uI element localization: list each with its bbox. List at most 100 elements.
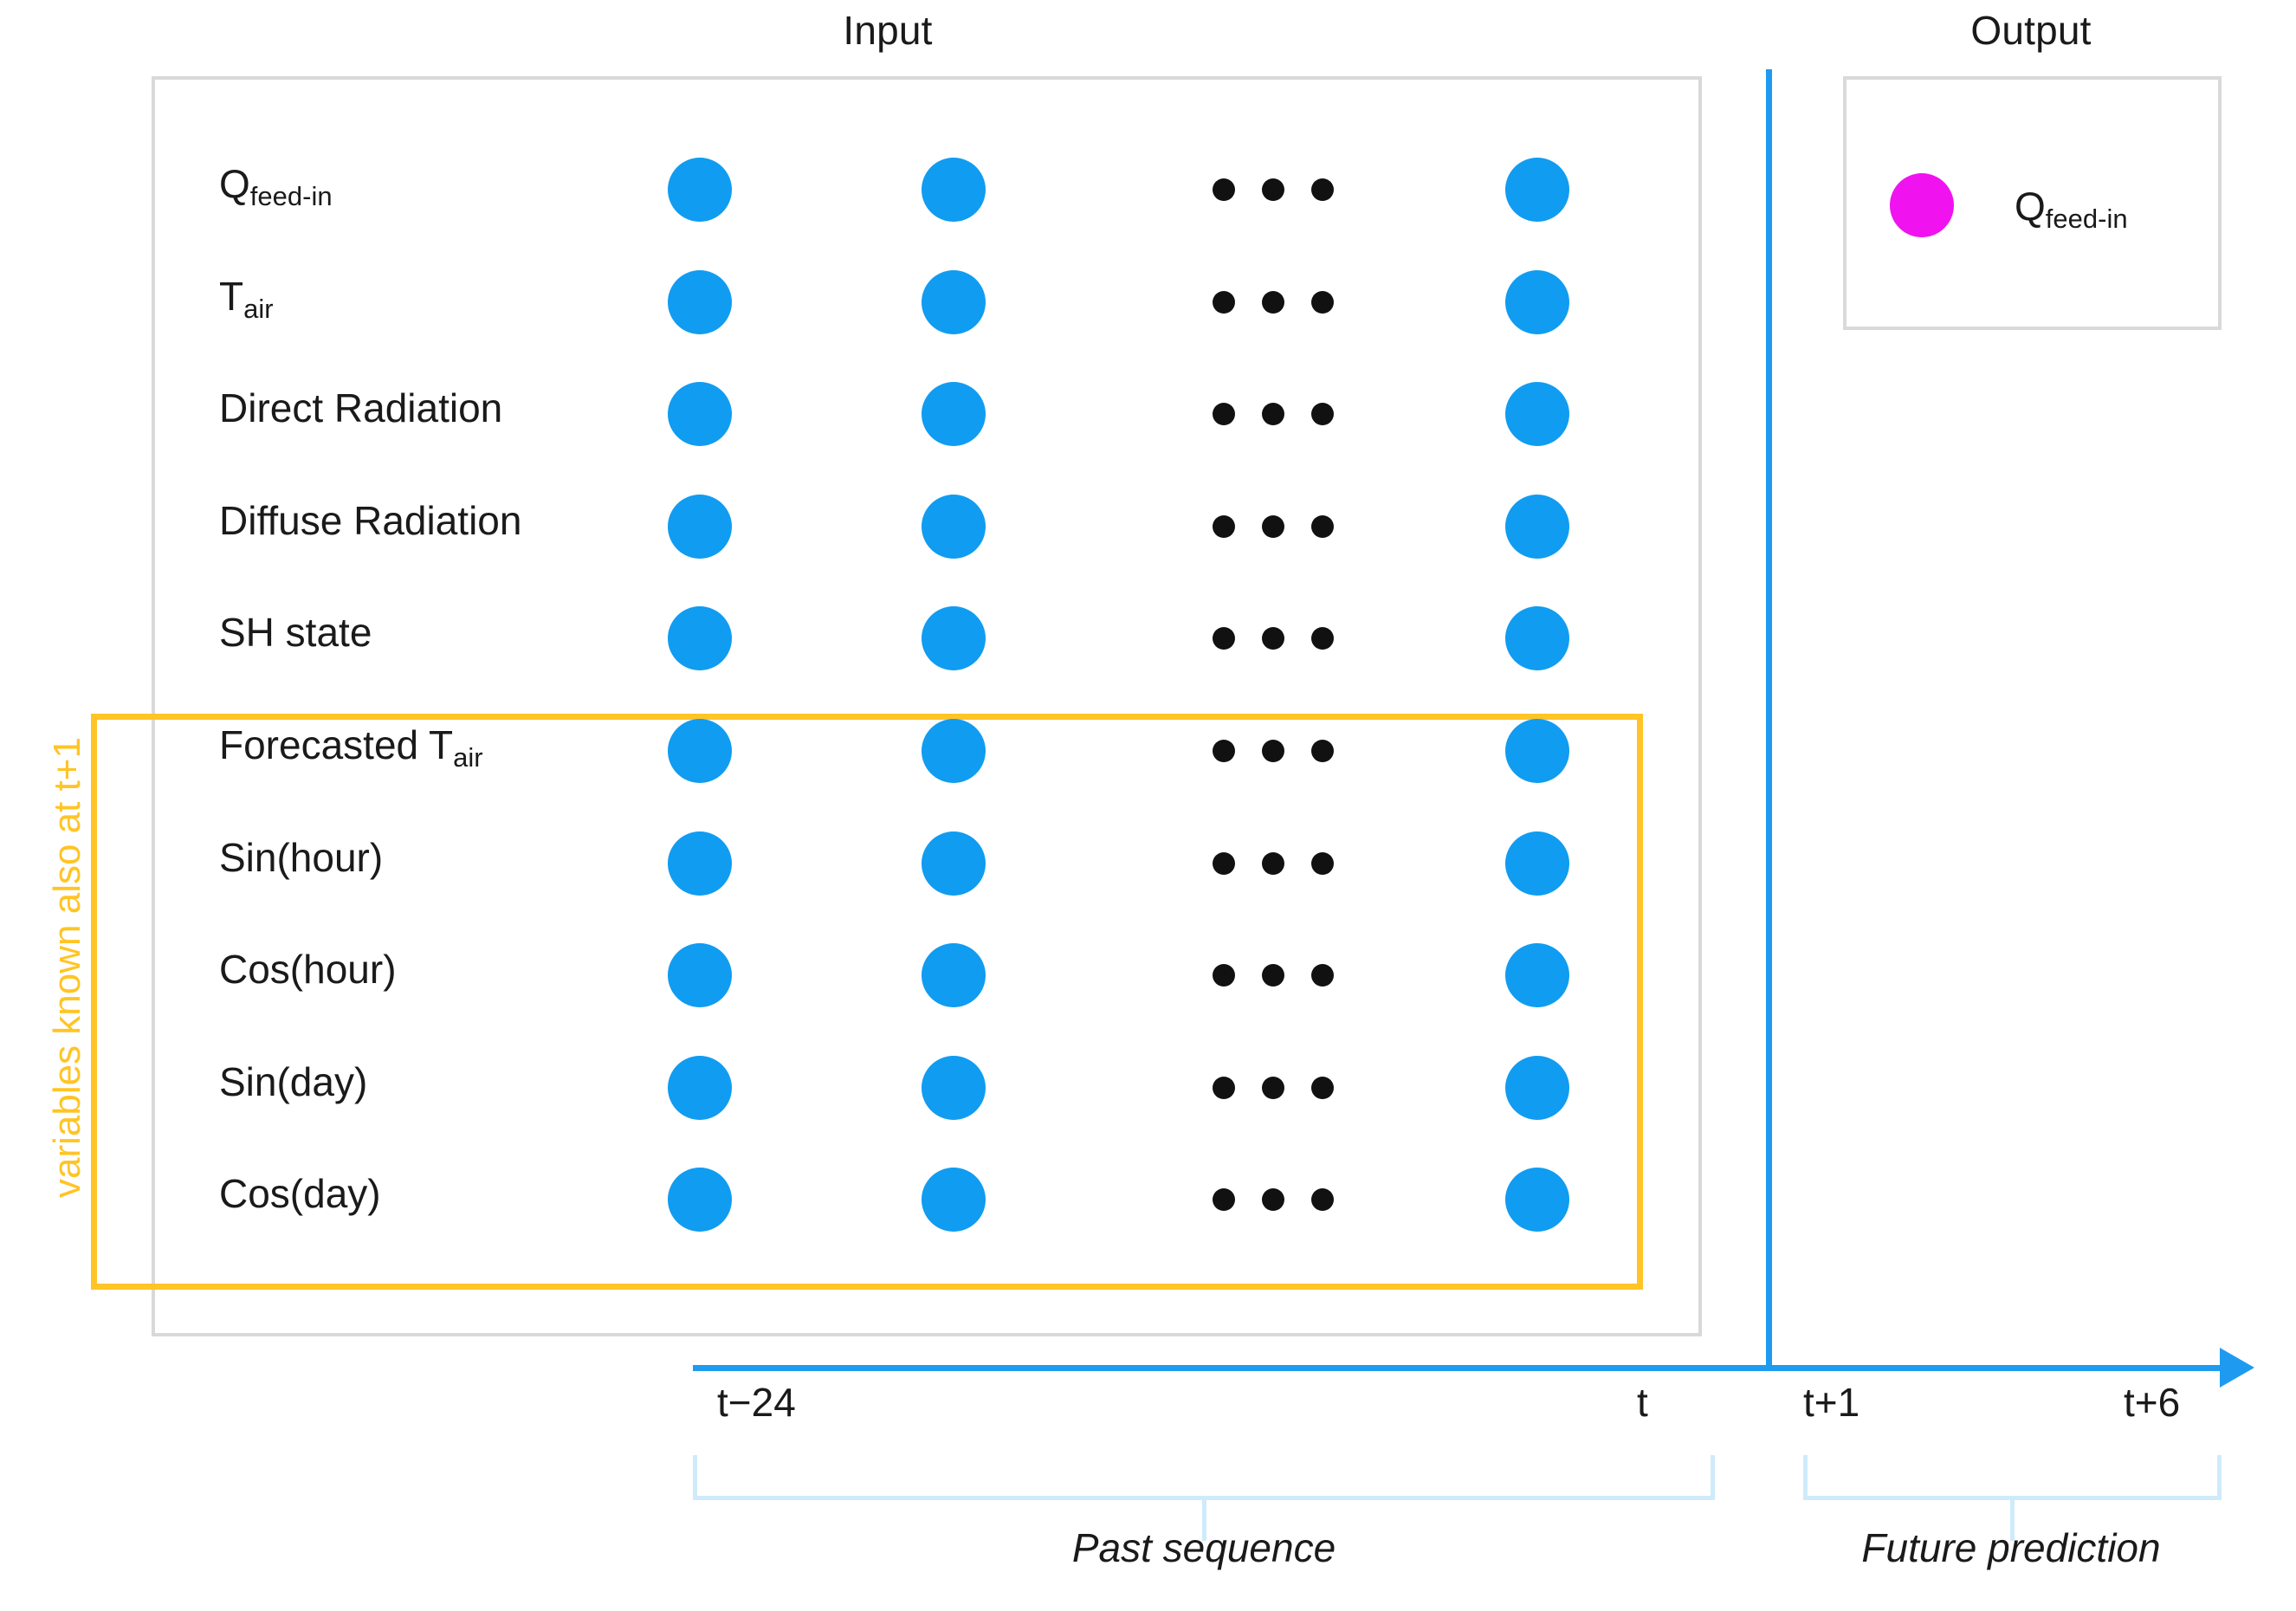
input-node-circle [922,382,986,446]
output-node-magenta [1890,173,1954,237]
input-section-title: Input [843,8,933,53]
tick-label-t-plus-1: t+1 [1803,1380,1860,1425]
input-node-circle [668,831,732,896]
future-prediction-brace-stem [2010,1499,2015,1541]
input-node-circle [922,495,986,559]
time-axis-arrow-icon [2220,1348,2254,1388]
input-row-label-main: Sin(day) [219,1059,368,1104]
input-row-label: Cos(hour) [219,949,397,989]
input-row-label: Sin(day) [219,1062,367,1102]
ellipsis-dot [1213,852,1235,875]
ellipsis-dots-icon [1213,291,1334,314]
output-label-main: Q [2015,184,2046,229]
ellipsis-dots-icon [1213,627,1334,650]
input-row-label: Tair [219,274,274,322]
future-prediction-caption: Future prediction [1861,1525,2161,1570]
ellipsis-dot [1213,740,1235,762]
input-node-circle [668,1056,732,1120]
ellipsis-dots-icon [1213,740,1334,762]
input-row-label: Sin(hour) [219,838,383,877]
output-node-label: Qfeed-in [2015,184,2128,232]
ellipsis-dot [1311,178,1334,201]
output-section-title: Output [1970,8,2092,53]
input-row-label-main: Cos(hour) [219,947,397,992]
input-node-circle [668,719,732,783]
ellipsis-dots-icon [1213,178,1334,201]
ellipsis-dot [1213,1077,1235,1099]
ellipsis-dot [1213,1188,1235,1211]
ellipsis-dots-icon [1213,515,1334,538]
ellipsis-dot [1311,515,1334,538]
input-node-circle [1505,495,1569,559]
input-node-circle [922,158,986,222]
input-node-circle [1505,270,1569,334]
ellipsis-dots-icon [1213,403,1334,425]
input-node-circle [1505,943,1569,1007]
input-row-label: SH state [219,612,372,652]
ellipsis-dot [1311,852,1334,875]
ellipsis-dot [1311,740,1334,762]
ellipsis-dot [1262,291,1284,314]
past-sequence-caption: Past sequence [1071,1525,1336,1570]
ellipsis-dot [1213,403,1235,425]
ellipsis-dot [1213,627,1235,650]
ellipsis-dot [1311,291,1334,314]
input-node-circle [922,719,986,783]
time-axis-line [693,1365,2226,1371]
input-node-circle [1505,606,1569,670]
ellipsis-dot [1262,515,1284,538]
ellipsis-dot [1262,740,1284,762]
output-panel-box [1843,76,2222,330]
ellipsis-dot [1213,291,1235,314]
future-prediction-brace [1803,1455,2222,1500]
output-label-sub: feed-in [2045,204,2128,234]
input-node-circle [668,495,732,559]
ellipsis-dot [1311,403,1334,425]
input-panel-box [152,76,1702,1336]
input-row-label-main: Sin(hour) [219,835,384,880]
ellipsis-dot [1262,1188,1284,1211]
input-node-circle [922,606,986,670]
ellipsis-dot [1311,964,1334,987]
input-row-label-main: Cos(day) [219,1171,381,1216]
ellipsis-dot [1262,178,1284,201]
input-row-label: Direct Radiation [219,388,502,428]
ellipsis-dot [1262,852,1284,875]
input-node-circle [922,270,986,334]
ellipsis-dots-icon [1213,852,1334,875]
input-node-circle [668,158,732,222]
past-sequence-brace [693,1455,1715,1500]
ellipsis-dot [1262,403,1284,425]
input-node-circle [1505,1056,1569,1120]
input-node-circle [922,1056,986,1120]
input-row-label-sub: feed-in [249,181,333,211]
input-row-label: Forecasted Tair [219,722,483,771]
known-variables-highlight-box [91,714,1643,1290]
input-node-circle [668,606,732,670]
input-row-label: Cos(day) [219,1174,381,1213]
ellipsis-dot [1262,964,1284,987]
input-node-circle [668,943,732,1007]
input-row-label-sub: air [453,742,483,773]
present-time-divider-line [1766,69,1772,1368]
ellipsis-dot [1311,1188,1334,1211]
input-node-circle [1505,158,1569,222]
ellipsis-dots-icon [1213,1077,1334,1099]
input-row-label-main: Q [219,161,250,206]
input-node-circle [922,1168,986,1232]
input-node-circle [922,831,986,896]
input-node-circle [1505,719,1569,783]
ellipsis-dots-icon [1213,964,1334,987]
tick-label-t: t [1637,1380,1648,1425]
ellipsis-dot [1311,1077,1334,1099]
input-row-label-main: Diffuse Radiation [219,498,522,543]
input-row-label-main: Forecasted T [219,722,454,767]
input-row-label-main: T [219,274,244,319]
tick-label-t-minus-24: t−24 [717,1380,796,1425]
input-row-label-main: Direct Radiation [219,385,503,430]
input-node-circle [922,943,986,1007]
input-row-label-main: SH state [219,610,372,655]
past-sequence-brace-stem [1202,1499,1206,1541]
input-row-label-sub: air [243,294,274,324]
tick-label-t-plus-6: t+6 [2124,1380,2181,1425]
